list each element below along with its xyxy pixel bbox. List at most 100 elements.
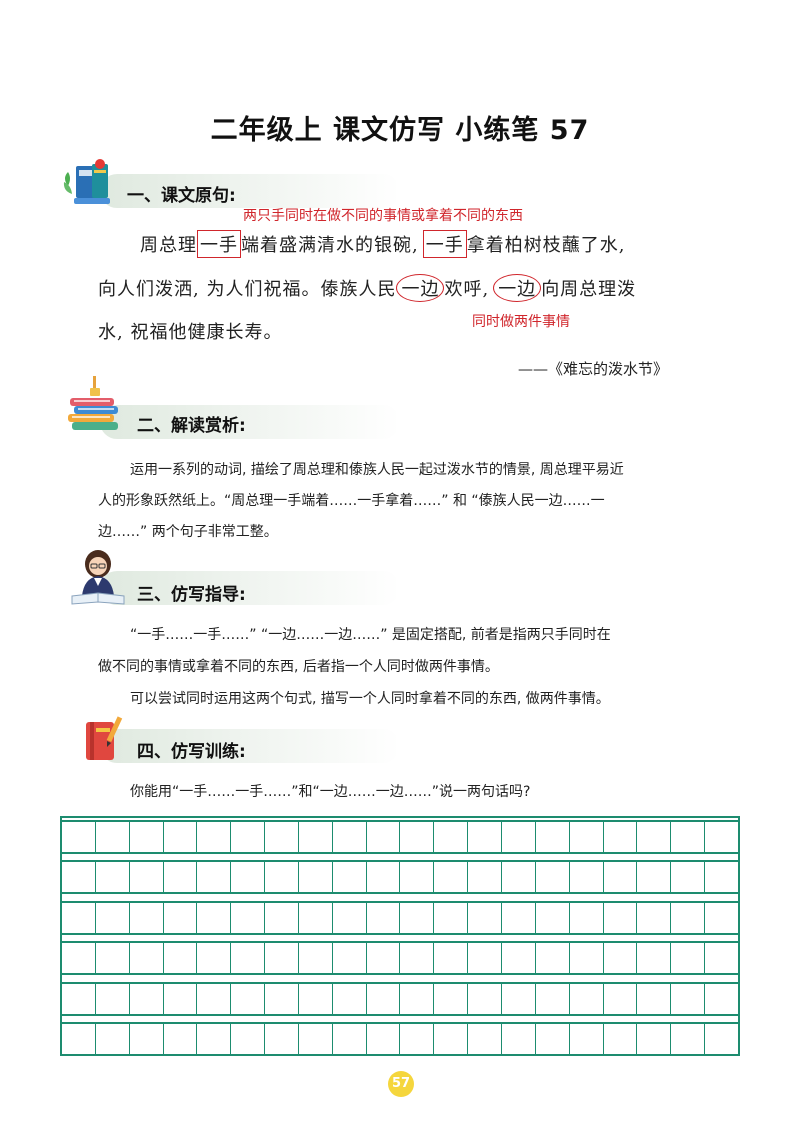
grid-cell[interactable] — [231, 862, 266, 893]
grid-cell[interactable] — [130, 943, 164, 974]
grid-cell[interactable] — [434, 902, 469, 933]
grid-cell[interactable] — [536, 862, 570, 893]
grid-cell[interactable] — [604, 862, 638, 893]
grid-cell[interactable] — [333, 983, 367, 1014]
grid-cell[interactable] — [299, 862, 333, 893]
grid-cell[interactable] — [62, 1024, 96, 1054]
grid-cell[interactable] — [265, 983, 299, 1014]
grid-cell[interactable] — [637, 822, 672, 852]
grid-cell[interactable] — [468, 1024, 502, 1054]
grid-cell[interactable] — [231, 902, 266, 933]
grid-cell[interactable] — [468, 902, 502, 933]
grid-cell[interactable] — [637, 862, 672, 893]
grid-cell[interactable] — [333, 862, 367, 893]
grid-cell[interactable] — [400, 983, 435, 1014]
grid-cell[interactable] — [367, 1024, 401, 1054]
grid-cell[interactable] — [671, 822, 706, 852]
grid-cell[interactable] — [299, 983, 333, 1014]
grid-cell[interactable] — [130, 983, 164, 1014]
grid-cell[interactable] — [468, 983, 502, 1014]
grid-cell[interactable] — [705, 984, 738, 1014]
grid-cell[interactable] — [434, 822, 469, 852]
grid-cell[interactable] — [265, 943, 299, 974]
grid-cell[interactable] — [333, 1024, 367, 1054]
grid-cell[interactable] — [604, 902, 638, 933]
grid-cell[interactable] — [502, 943, 536, 974]
grid-cell[interactable] — [265, 822, 299, 852]
grid-cell[interactable] — [130, 1024, 164, 1054]
grid-cell[interactable] — [604, 822, 638, 852]
grid-cell[interactable] — [333, 943, 367, 974]
grid-cell[interactable] — [536, 822, 570, 852]
grid-cell[interactable] — [705, 822, 738, 852]
grid-cell[interactable] — [502, 1024, 536, 1054]
grid-cell[interactable] — [400, 1024, 435, 1054]
grid-cell[interactable] — [671, 943, 706, 974]
grid-cell[interactable] — [62, 943, 96, 974]
grid-cell[interactable] — [671, 983, 706, 1014]
grid-cell[interactable] — [367, 943, 401, 974]
grid-cell[interactable] — [434, 1024, 469, 1054]
grid-cell[interactable] — [671, 1024, 706, 1054]
grid-cell[interactable] — [705, 903, 738, 933]
grid-cell[interactable] — [570, 902, 604, 933]
writing-grid[interactable] — [60, 816, 740, 1056]
grid-cell[interactable] — [265, 1024, 299, 1054]
grid-cell[interactable] — [197, 983, 232, 1014]
grid-cell[interactable] — [604, 983, 638, 1014]
grid-cell[interactable] — [164, 862, 198, 893]
grid-cell[interactable] — [637, 1024, 672, 1054]
grid-cell[interactable] — [299, 1024, 333, 1054]
grid-cell[interactable] — [130, 862, 164, 893]
grid-cell[interactable] — [164, 983, 198, 1014]
grid-cell[interactable] — [637, 902, 672, 933]
grid-cell[interactable] — [604, 943, 638, 974]
grid-cell[interactable] — [536, 983, 570, 1014]
grid-cell[interactable] — [62, 862, 96, 893]
grid-cell[interactable] — [197, 902, 232, 933]
grid-cell[interactable] — [570, 943, 604, 974]
grid-cell[interactable] — [468, 822, 502, 852]
grid-cell[interactable] — [570, 983, 604, 1014]
grid-cell[interactable] — [705, 943, 738, 973]
grid-cell[interactable] — [333, 902, 367, 933]
grid-cell[interactable] — [197, 943, 232, 974]
grid-cell[interactable] — [96, 943, 130, 974]
grid-cell[interactable] — [299, 902, 333, 933]
grid-cell[interactable] — [671, 862, 706, 893]
grid-cell[interactable] — [231, 983, 266, 1014]
grid-cell[interactable] — [231, 822, 266, 852]
grid-cell[interactable] — [265, 902, 299, 933]
grid-cell[interactable] — [299, 822, 333, 852]
grid-cell[interactable] — [468, 943, 502, 974]
grid-cell[interactable] — [130, 822, 164, 852]
grid-cell[interactable] — [96, 822, 130, 852]
grid-cell[interactable] — [536, 943, 570, 974]
grid-cell[interactable] — [164, 943, 198, 974]
grid-cell[interactable] — [637, 983, 672, 1014]
grid-cell[interactable] — [299, 943, 333, 974]
grid-cell[interactable] — [367, 862, 401, 893]
grid-cell[interactable] — [164, 822, 198, 852]
grid-cell[interactable] — [333, 822, 367, 852]
grid-cell[interactable] — [231, 943, 266, 974]
grid-cell[interactable] — [197, 1024, 232, 1054]
grid-cell[interactable] — [96, 1024, 130, 1054]
grid-cell[interactable] — [400, 902, 435, 933]
grid-cell[interactable] — [502, 902, 536, 933]
grid-cell[interactable] — [570, 862, 604, 893]
grid-cell[interactable] — [705, 1024, 738, 1054]
grid-cell[interactable] — [468, 862, 502, 893]
grid-cell[interactable] — [197, 862, 232, 893]
grid-cell[interactable] — [400, 822, 435, 852]
grid-cell[interactable] — [164, 1024, 198, 1054]
grid-cell[interactable] — [130, 902, 164, 933]
grid-cell[interactable] — [570, 1024, 604, 1054]
grid-cell[interactable] — [231, 1024, 266, 1054]
grid-cell[interactable] — [367, 902, 401, 933]
grid-cell[interactable] — [367, 983, 401, 1014]
grid-cell[interactable] — [502, 862, 536, 893]
grid-cell[interactable] — [96, 983, 130, 1014]
grid-cell[interactable] — [62, 902, 96, 933]
grid-cell[interactable] — [637, 943, 672, 974]
